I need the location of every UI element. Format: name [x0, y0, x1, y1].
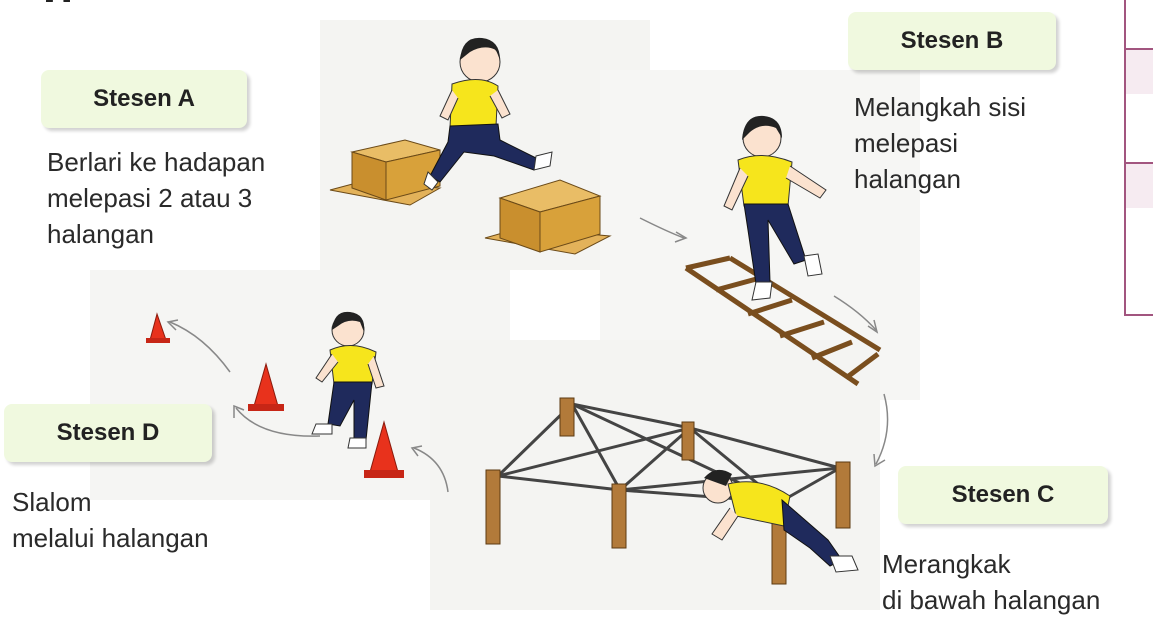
description-line: halangan	[47, 216, 265, 252]
description-line: halangan	[854, 161, 1026, 197]
description-line: melepasi	[854, 125, 1026, 161]
station-a-description: Berlari ke hadapan melepasi 2 atau 3 hal…	[47, 144, 265, 252]
description-line: Merangkak	[882, 546, 1100, 582]
station-a-label: Stesen A	[41, 70, 247, 128]
description-line: Melangkah sisi	[854, 89, 1026, 125]
description-line: Berlari ke hadapan	[47, 144, 265, 180]
description-line: melepasi 2 atau 3	[47, 180, 265, 216]
station-c-label: Stesen C	[898, 466, 1108, 524]
description-line: Slalom	[12, 484, 209, 520]
station-c-description: Merangkak di bawah halangan	[882, 546, 1100, 618]
station-d-label: Stesen D	[4, 404, 212, 462]
station-b-label: Stesen B	[848, 12, 1056, 70]
station-d-description: Slalom melalui halangan	[12, 484, 209, 556]
description-line: melalui halangan	[12, 520, 209, 556]
station-b-description: Melangkah sisi melepasi halangan	[854, 89, 1026, 197]
description-line: di bawah halangan	[882, 582, 1100, 618]
